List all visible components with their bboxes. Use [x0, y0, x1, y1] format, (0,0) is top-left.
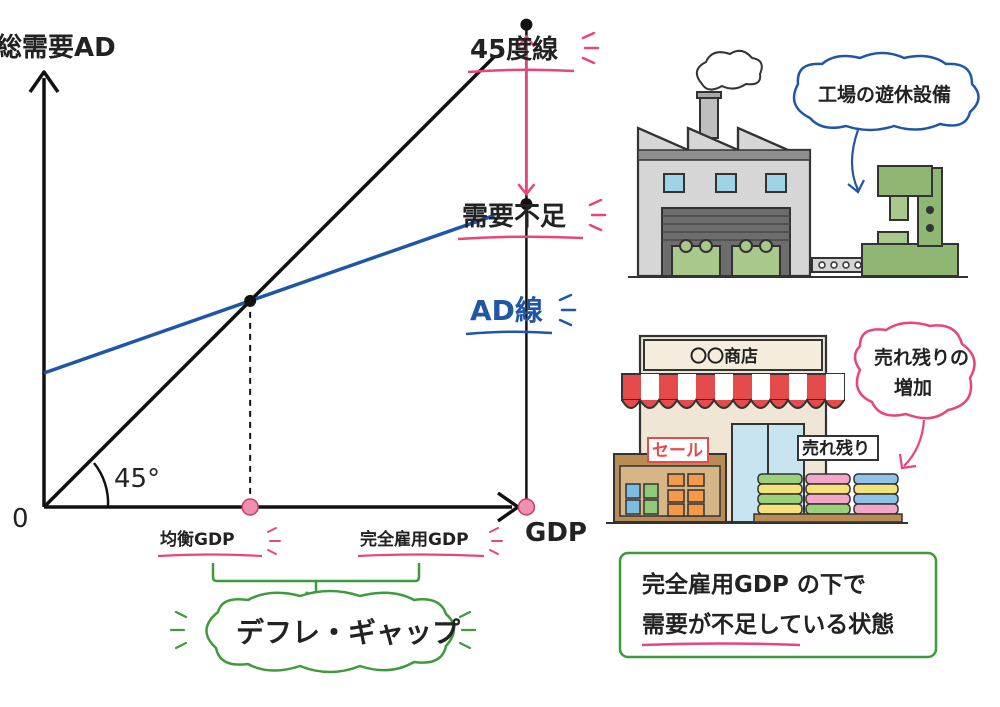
note-box — [618, 551, 938, 659]
factory-window — [663, 173, 685, 193]
shop-sign-text: 〇〇商店 — [690, 346, 758, 367]
factory-bubble-arrow — [850, 129, 860, 191]
factory-bubble-text: 工場の遊休設備 — [818, 83, 951, 106]
shop-bubble-line1: 売れ残りの — [874, 346, 969, 369]
sale-tag-text: セール — [652, 441, 703, 461]
y-axis-label: 総需要AD — [0, 32, 116, 63]
deflation-gap-label: デフレ・ギャップ — [236, 616, 461, 649]
leftover-clothes — [753, 473, 903, 523]
smoke-cloud-icon — [695, 49, 763, 91]
shop-awning — [621, 373, 845, 409]
idle-machine-large — [861, 243, 959, 277]
note-line2: 需要が不足している状態 — [642, 611, 894, 638]
idle-machine — [671, 245, 721, 277]
full-employment-45-point — [520, 18, 533, 31]
factory-illustration — [628, 49, 968, 278]
gap-label-accent-icon — [588, 198, 607, 232]
equilibrium-gdp-dot — [241, 498, 259, 516]
series-label-45-accent-icon — [581, 31, 600, 65]
series-label-ad-accent-icon — [558, 293, 577, 327]
note-underline — [641, 642, 801, 647]
equilibrium-point — [244, 294, 257, 307]
angle-arc — [93, 462, 110, 508]
full-employment-gdp-accent-icon — [489, 527, 503, 555]
full-employment-gdp-label: 完全雇用GDP — [360, 529, 469, 550]
angle-label: 45° — [114, 464, 160, 494]
x-axis-label: GDP — [525, 518, 587, 548]
gap-label: 需要不足 — [462, 202, 566, 232]
full-employment-gdp-dot — [517, 498, 536, 516]
note-line1: 完全雇用GDP の下で — [642, 571, 866, 598]
idle-machine — [731, 245, 781, 277]
series-label-45-underline — [467, 68, 575, 74]
full-employment-ad-point — [520, 198, 533, 211]
series-label-ad: AD線 — [470, 294, 543, 327]
series-line-ad — [43, 213, 495, 375]
series-label-45: 45度線 — [470, 34, 558, 65]
gap-arrow-head-bottom-icon — [517, 183, 536, 197]
deflation-gap-cloud — [205, 589, 456, 674]
shop-bubble-line2: 増加 — [894, 376, 932, 399]
shop-bubble — [853, 321, 976, 420]
deflation-gap-accent-left-icon — [169, 610, 188, 650]
y-axis-arrow-icon — [28, 70, 60, 94]
deflation-gap-accent-right-icon — [458, 610, 477, 650]
series-line-45 — [42, 55, 496, 509]
factory-bubble-arrow-head-icon — [847, 179, 865, 194]
factory-window — [765, 173, 787, 193]
shop-bubble-arrow — [903, 419, 926, 467]
factory-bubble — [792, 51, 980, 132]
factory-window — [715, 173, 737, 193]
equilibrium-gdp-label: 均衡GDP — [160, 529, 235, 550]
sale-tag — [647, 437, 709, 463]
gap-label-underline — [457, 235, 584, 241]
shop-illustration: 〇〇商店 セール 売れ残り — [606, 334, 908, 524]
chimney — [699, 95, 719, 139]
full-employment-gdp-underline — [357, 553, 485, 558]
gap-bracket — [211, 563, 421, 583]
shop-bubble-arrow-head-icon — [898, 453, 917, 470]
series-label-ad-underline — [465, 330, 553, 336]
origin-label: 0 — [12, 504, 29, 534]
equilibrium-gdp-accent-icon — [267, 527, 281, 555]
equilibrium-gdp-underline — [157, 553, 263, 558]
gap-arrow-head-top-icon — [517, 34, 536, 48]
leftover-tag — [797, 435, 879, 461]
shop-signboard — [643, 339, 823, 371]
leftover-tag-text: 売れ残り — [802, 438, 870, 459]
